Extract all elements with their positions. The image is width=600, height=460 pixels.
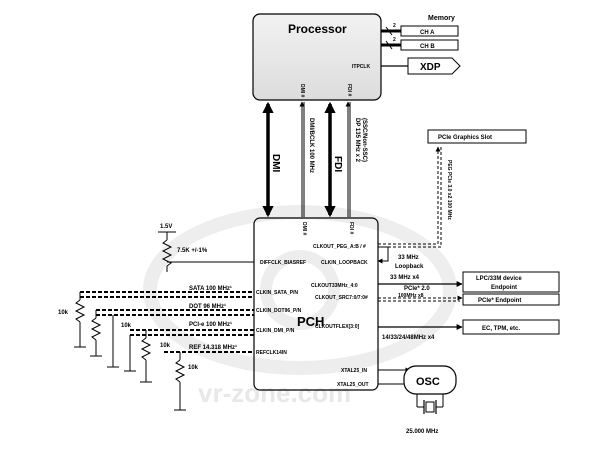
memory-title: Memory xyxy=(428,15,455,22)
pcie-graphics-slot: PCIe Graphics Slot PEG PCIe 3.0 x2 100 M… xyxy=(378,129,527,248)
fdi-link: FDI xyxy=(324,101,343,218)
lpc-dest-line1: LPC/33M device xyxy=(476,276,522,282)
pin-diffclk-biasref: DIFFCLK_BIASREF xyxy=(260,260,306,266)
peg-link-label: PEG PCIe 3.0 x2 100 MHz xyxy=(446,160,452,220)
pin-clkout33: CLKOUT33MHz_4:0 xyxy=(311,283,358,289)
processor-block: Processor DMI # FDI # ITPCLK xyxy=(252,13,382,101)
input-pcie-label: PCI-e 100 MHz¹ xyxy=(189,321,232,328)
input-sata-label: SATA 100 MHz¹ xyxy=(189,285,232,292)
input-dot-label: DOT 96 MHz¹ xyxy=(189,303,226,310)
bias-network: 1.5V 7.5K +/-1% xyxy=(158,224,254,272)
pch-title: PCH xyxy=(297,314,324,329)
memory-channel-b: CH B xyxy=(420,44,435,50)
memory-channel-a: CH A xyxy=(420,30,435,36)
osc-title: OSC xyxy=(416,376,440,388)
pin-clkoutflex: CLKOUTFLEX[3:0] xyxy=(315,324,360,330)
processor-itpclk-pin: ITPCLK xyxy=(352,64,370,70)
pch-fdi-pin: FDI # xyxy=(348,222,354,234)
pulldown-resistor-4: 10k xyxy=(174,352,199,411)
oscillator: OSC 25.000 MHz xyxy=(378,365,457,435)
pcie-endpoint: PCIe* Endpoint xyxy=(478,298,521,304)
ec-dest: EC, TPM, etc. xyxy=(482,326,520,332)
memory-width-b: 2 xyxy=(393,37,396,43)
pin-clkin-loopback: CLKIN_LOOPBACK xyxy=(321,260,368,266)
loopback-label: Loopback xyxy=(395,264,424,270)
pcie-output-label: PCIe* 2.0 xyxy=(404,286,430,292)
pulldown-resistor-2: 10k xyxy=(90,310,132,368)
memory-block: Memory 2 2 CH A CH B xyxy=(381,15,459,51)
fdi-link-label: FDI xyxy=(332,156,343,172)
dmi-clock-link: DMI/BCLK 100 MHz xyxy=(299,101,314,217)
loopback-link: 33 MHz Loopback xyxy=(377,246,424,270)
processor-title: Processor xyxy=(288,22,347,36)
pcie-output: PCIe* 2.0 100MHz x8 PCIe* Endpoint xyxy=(378,286,560,306)
resistor-label-3: 10k xyxy=(160,343,171,349)
dp-clock-link: DP 135 MHz x 2 (SSC/Non-SSC) xyxy=(345,101,367,217)
resistor-label-2: 10k xyxy=(121,323,132,329)
xdp-block: XDP xyxy=(381,57,461,75)
pch-dmi-pin: DMI # xyxy=(301,222,307,236)
pin-clkin-dot96: CLKIN_DOT96_P/N xyxy=(256,308,302,314)
dmi-clock-label: DMI/BCLK 100 MHz xyxy=(308,118,314,173)
memory-width-a: 2 xyxy=(393,23,396,29)
pulldown-resistor-3: 10k xyxy=(124,330,171,383)
dp-clock-sub-label: (SSC/Non-SSC) xyxy=(361,118,367,162)
loopback-freq: 33 MHz xyxy=(398,255,419,261)
pin-clkout-src: CLKOUT_SRC7:0/7:0# xyxy=(315,295,368,301)
bias-resistor: 7.5K +/-1% xyxy=(177,248,208,254)
pin-clkout-peg: CLKOUT_PEG_A:B / # xyxy=(313,244,366,250)
dmi-link: DMI xyxy=(262,101,281,218)
watermark: vr-zone.com xyxy=(143,205,457,408)
pulldown-resistor-1: 10k xyxy=(58,292,86,348)
processor-dmi-pin: DMI # xyxy=(299,84,305,98)
xdp-label: XDP xyxy=(420,62,441,73)
input-ref-label: REF 14.318 MHz¹ xyxy=(189,344,237,351)
clk33x4-label: 33 MHz x4 xyxy=(390,275,420,281)
pcie-output-freq: 100MHz x8 xyxy=(398,293,424,299)
pcie-graphics-title: PCIe Graphics Slot xyxy=(438,135,492,141)
pch-block: PCH DMI # FDI # CLKOUT_PEG_A:B / # CLKIN… xyxy=(253,217,379,391)
bias-voltage: 1.5V xyxy=(160,224,172,230)
resistor-label-1: 10k xyxy=(58,310,69,316)
dmi-link-label: DMI xyxy=(270,154,281,173)
pin-refclk14: REFCLK14IN xyxy=(256,350,287,356)
pin-clkin-sata: CLKIN_SATA_P/N xyxy=(256,290,298,296)
watermark-text: vr-zone.com xyxy=(198,378,351,408)
input-clocks: SATA 100 MHz¹ DOT 96 MHz¹ PCI-e 100 MHz¹… xyxy=(58,285,254,411)
osc-freq: 25.000 MHz xyxy=(406,429,438,435)
processor-fdi-pin: FDI # xyxy=(346,84,352,96)
lpc-output: 33 MHz x4 LPC/33M device Endpoint xyxy=(378,271,560,293)
pin-xtal25-in: XTAL25_IN xyxy=(341,368,367,374)
flex-freq-label: 14/33/24/48MHz x4 xyxy=(382,335,435,341)
dp-clock-label: DP 135 MHz x 2 xyxy=(354,118,360,163)
resistor-label-4: 10k xyxy=(188,365,199,371)
flex-output: 14/33/24/48MHz x4 EC, TPM, etc. xyxy=(378,319,560,341)
pin-clkin-dmi: CLKIN_DMI_P/N xyxy=(256,328,295,334)
lpc-dest-line2: Endpoint xyxy=(491,285,517,291)
pin-xtal25-out: XTAL25_OUT xyxy=(337,382,369,388)
